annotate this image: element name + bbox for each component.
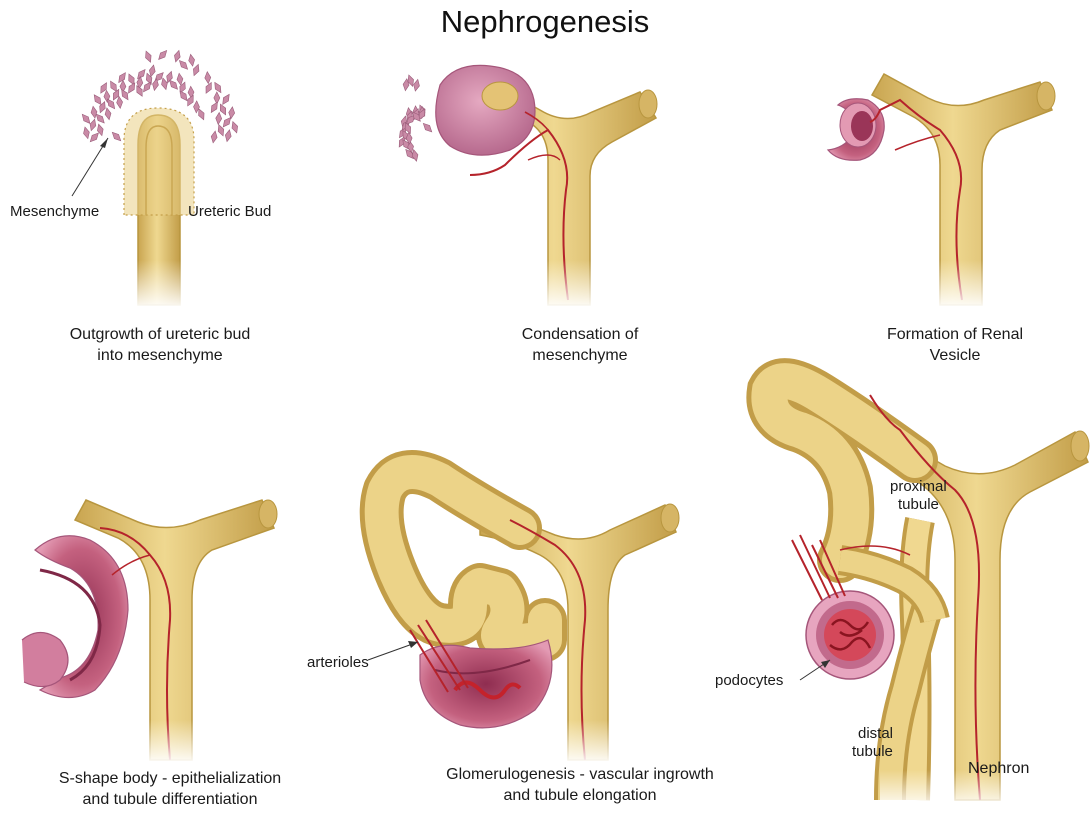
- mesenchyme-cell: [116, 96, 123, 109]
- stage6-illustration: [769, 381, 1089, 810]
- stage4-caption-line1: S-shape body - epithelialization: [15, 768, 325, 789]
- ureteric-bud-label: Ureteric Bud: [188, 203, 271, 221]
- stage2-caption-line2: mesenchyme: [440, 345, 720, 366]
- mesenchyme-label: Mesenchyme: [10, 203, 99, 221]
- stage3-caption-line1: Formation of Renal: [830, 324, 1080, 345]
- mesenchyme-cell: [212, 81, 223, 94]
- distal-tubule-label-line1: distal: [858, 725, 893, 743]
- stage3-illustration: [828, 74, 1055, 310]
- stage3-caption: Formation of Renal Vesicle: [830, 324, 1080, 366]
- stage5-caption-line2: and tubule elongation: [400, 785, 760, 806]
- mesenchyme-cell: [209, 101, 220, 114]
- mesenchyme-cell: [220, 93, 232, 106]
- mesenchyme-cell: [88, 118, 97, 131]
- mesenchyme-cell: [204, 71, 211, 83]
- mesenchyme-cell: [156, 49, 168, 62]
- mesenchyme-cell: [224, 129, 232, 142]
- nephron-label: Nephron: [968, 760, 1029, 778]
- mesenchyme-cell: [421, 121, 434, 134]
- mesenchyme-cell: [230, 121, 240, 134]
- mesenchyme-cell: [228, 106, 235, 119]
- stage2-caption: Condensation of mesenchyme: [440, 324, 720, 366]
- stage5-caption-line1: Glomerulogenesis - vascular ingrowth: [400, 764, 760, 785]
- stage1-caption-line2: into mesenchyme: [20, 345, 300, 366]
- page-title: Nephrogenesis: [0, 4, 1090, 40]
- mesenchyme-cell: [126, 73, 137, 86]
- stage5-illustration: [368, 472, 679, 765]
- mesenchyme-cell: [104, 107, 112, 120]
- mesenchyme-cell: [88, 131, 101, 144]
- mesenchyme-cell: [177, 58, 190, 71]
- mesenchyme-cell: [215, 112, 222, 124]
- stage1-caption: Outgrowth of ureteric bud into mesenchym…: [20, 324, 300, 366]
- arterioles-label: arterioles: [307, 654, 369, 672]
- stage2-caption-line1: Condensation of: [440, 324, 720, 345]
- mesenchyme-cell: [176, 73, 184, 86]
- mesenchyme-cell: [143, 50, 153, 63]
- stage5-caption: Glomerulogenesis - vascular ingrowth and…: [400, 764, 760, 806]
- stage4-caption: S-shape body - epithelialization and tub…: [15, 768, 325, 810]
- mesenchyme-cell: [210, 130, 218, 143]
- mesenchyme-cell: [214, 92, 220, 104]
- stage4-caption-line2: and tubule differentiation: [15, 789, 325, 810]
- podocytes-label: podocytes: [715, 672, 783, 690]
- stage1-illustration: [72, 49, 240, 310]
- mesenchyme-cell: [188, 54, 196, 67]
- stage4-illustration: [22, 500, 277, 765]
- proximal-tubule-label-line2: tubule: [898, 496, 939, 514]
- stage1-caption-line1: Outgrowth of ureteric bud: [20, 324, 300, 345]
- proximal-tubule-label-line1: proximal: [890, 478, 947, 496]
- mesenchyme-cell: [110, 130, 123, 143]
- mesenchyme-cell: [82, 126, 91, 139]
- stage2-illustration: [397, 65, 657, 310]
- stage3-caption-line2: Vesicle: [830, 345, 1080, 366]
- distal-tubule-label-line2: tubule: [852, 743, 893, 761]
